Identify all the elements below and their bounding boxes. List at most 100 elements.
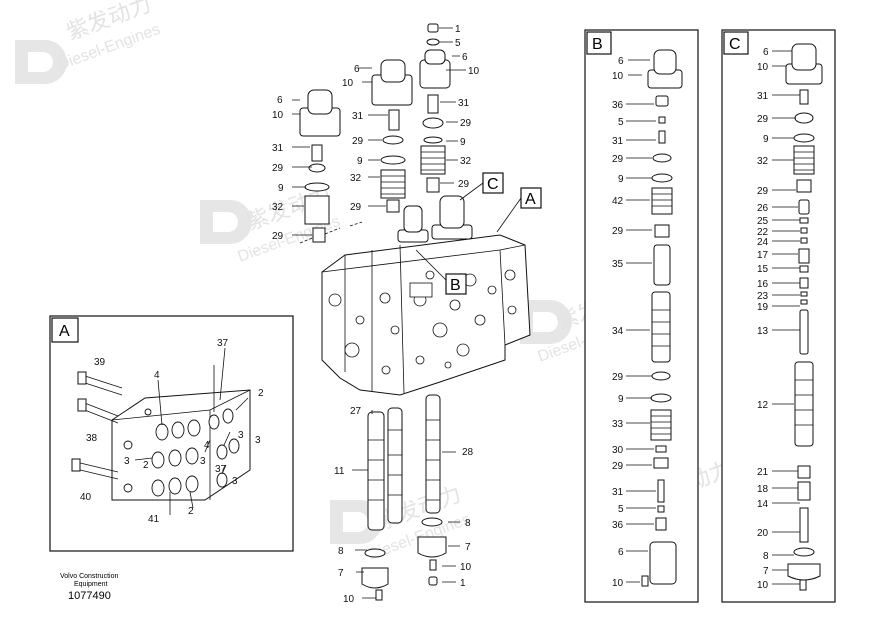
main-label: 31 bbox=[272, 143, 284, 154]
detail-a-label: 3 bbox=[200, 456, 206, 467]
detail-b-tag: B bbox=[592, 36, 603, 53]
detail-c-label: 14 bbox=[757, 499, 769, 510]
drawing-number: 1077490 bbox=[68, 590, 111, 602]
detail-c-label: 32 bbox=[757, 156, 769, 167]
main-label: 32 bbox=[350, 173, 362, 184]
main-label: 8 bbox=[465, 518, 471, 529]
detail-b-panel: B 6 10 bbox=[584, 29, 699, 603]
lower-spools bbox=[361, 394, 447, 601]
main-label: 31 bbox=[458, 98, 470, 109]
company-line-1: Volvo Construction bbox=[60, 573, 118, 580]
detail-b-label: 9 bbox=[618, 394, 624, 405]
main-label: 6 bbox=[277, 95, 283, 106]
detail-a-label: 3 bbox=[232, 476, 238, 487]
detail-c-label: 10 bbox=[757, 62, 769, 73]
detail-b-label: 34 bbox=[612, 326, 624, 337]
detail-b-label: 36 bbox=[612, 100, 624, 111]
right-spool-stack bbox=[419, 23, 451, 193]
detail-c-label: 25 bbox=[757, 216, 769, 227]
main-label: 32 bbox=[272, 202, 284, 213]
middle-spool-stack bbox=[371, 59, 413, 213]
main-label: 10 bbox=[343, 594, 355, 605]
detail-a-label: 39 bbox=[94, 357, 106, 368]
main-label: 1 bbox=[460, 578, 466, 589]
detail-c-label: 18 bbox=[757, 484, 769, 495]
main-label: 10 bbox=[468, 66, 480, 77]
detail-b-label: 35 bbox=[612, 259, 624, 270]
valve-block bbox=[299, 221, 531, 396]
detail-c-parts bbox=[785, 43, 823, 591]
callout-c-label: C bbox=[487, 176, 499, 193]
main-labels: 1 5 6 10 6 10 6 10 31 31 29 29 9 9 32 32… bbox=[272, 24, 480, 605]
detail-a-label: 4 bbox=[204, 440, 210, 451]
detail-b-label: 5 bbox=[618, 117, 624, 128]
detail-b-label: 9 bbox=[618, 174, 624, 185]
valve-block-ports bbox=[328, 269, 517, 375]
detail-c-label: 24 bbox=[757, 237, 769, 248]
main-label: 10 bbox=[460, 562, 472, 573]
main-label: 29 bbox=[272, 231, 284, 242]
footer: Volvo Construction Equipment 1077490 bbox=[60, 573, 118, 602]
detail-a-leaders bbox=[134, 347, 249, 515]
detail-c-label: 31 bbox=[757, 91, 769, 102]
detail-a-tag: A bbox=[59, 323, 70, 340]
detail-b-label: 42 bbox=[612, 196, 624, 207]
detail-c-label: 10 bbox=[757, 580, 769, 591]
detail-c-label: 17 bbox=[757, 250, 769, 261]
detail-b-label: 31 bbox=[612, 487, 624, 498]
main-label: 10 bbox=[272, 110, 284, 121]
main-label: 9 bbox=[460, 137, 466, 148]
detail-a-label: 2 bbox=[143, 460, 149, 471]
detail-a-label: 3 bbox=[124, 456, 130, 467]
detail-b-label: 29 bbox=[612, 226, 624, 237]
main-label: 5 bbox=[455, 38, 461, 49]
detail-b-label: 31 bbox=[612, 136, 624, 147]
company-line-2: Equipment bbox=[74, 581, 108, 588]
detail-b-label: 5 bbox=[618, 504, 624, 515]
detail-a-panel: A 39 4 37 2 38 3 4 3 3 2 3 37 bbox=[49, 315, 294, 552]
detail-b-label: 29 bbox=[612, 372, 624, 383]
main-label: 10 bbox=[342, 78, 354, 89]
main-leaders bbox=[292, 27, 466, 599]
main-label: 29 bbox=[460, 118, 472, 129]
main-label: 8 bbox=[338, 546, 344, 557]
callout-b-label: B bbox=[450, 277, 461, 294]
detail-a-label: 2 bbox=[258, 388, 264, 399]
detail-a-label: 41 bbox=[148, 514, 160, 525]
detail-a-label: 37 bbox=[215, 464, 227, 475]
detail-c-label: 15 bbox=[757, 264, 769, 275]
detail-a-label: 38 bbox=[86, 433, 98, 444]
main-label: 11 bbox=[334, 466, 345, 477]
main-label: 7 bbox=[338, 568, 344, 579]
callout-b-main: B bbox=[415, 249, 467, 295]
main-label: 29 bbox=[458, 179, 470, 190]
detail-c-panel: C bbox=[721, 29, 836, 603]
detail-c-label: 13 bbox=[757, 326, 769, 337]
detail-b-label: 6 bbox=[618, 56, 624, 67]
detail-c-label: 29 bbox=[757, 186, 769, 197]
main-label: 29 bbox=[352, 136, 364, 147]
detail-b-parts bbox=[641, 49, 683, 587]
detail-b-label: 36 bbox=[612, 520, 624, 531]
detail-c-label: 16 bbox=[757, 279, 769, 290]
main-label: 7 bbox=[465, 542, 471, 553]
detail-c-tag: C bbox=[729, 36, 741, 53]
detail-c-label: 20 bbox=[757, 528, 769, 539]
detail-a-bolts bbox=[71, 371, 123, 480]
detail-a-label: 40 bbox=[80, 492, 92, 503]
left-spool-stack bbox=[299, 89, 341, 243]
detail-a-label: 3 bbox=[238, 430, 244, 441]
detail-c-label: 7 bbox=[763, 566, 769, 577]
detail-c-label: 21 bbox=[757, 467, 769, 478]
detail-a-label: 4 bbox=[154, 370, 160, 381]
detail-c-label: 23 bbox=[757, 291, 769, 302]
detail-b-label: 29 bbox=[612, 154, 624, 165]
callout-c-main: C bbox=[459, 172, 504, 201]
detail-b-label: 6 bbox=[618, 547, 624, 558]
main-label: 29 bbox=[350, 202, 362, 213]
detail-c-label: 26 bbox=[757, 203, 769, 214]
pilot-cap-b bbox=[397, 205, 429, 243]
detail-a-label: 2 bbox=[188, 506, 194, 517]
detail-a-label: 3 bbox=[255, 435, 261, 446]
detail-b-label: 10 bbox=[612, 71, 624, 82]
